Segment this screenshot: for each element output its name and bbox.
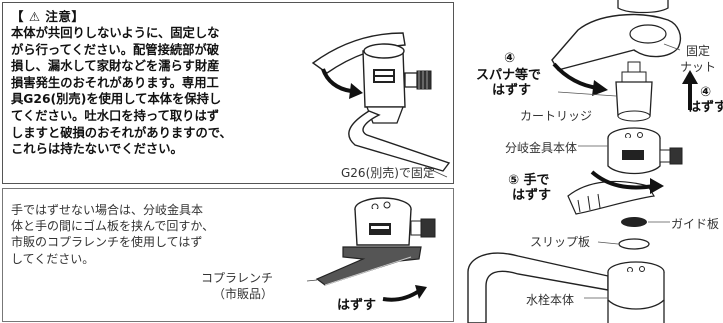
alternative-line: してください。	[11, 251, 95, 266]
step4-spanner-label-2: はずす	[492, 83, 532, 98]
caution-line: 本体が共回りしないように、固定しな	[11, 26, 220, 40]
faucet-body-label: 水栓本体	[526, 293, 575, 307]
caution-line: 損し、漏水して家財などを濡らす財産	[11, 59, 220, 74]
remove-label: はずす	[337, 298, 377, 313]
caution-title: 【 ⚠ 注意】	[11, 9, 85, 24]
g26-tool-illustration	[311, 32, 451, 178]
caution-line: てください。吐水口を持って取りはず	[11, 108, 220, 123]
guide-plate-label: ガイド板	[671, 217, 720, 231]
caution-line: これらは持たないでください。	[11, 142, 183, 157]
slip-plate-label: スリップ板	[530, 235, 591, 249]
step5-label-2: はずす	[512, 188, 552, 203]
step4-spanner-number: ④	[504, 51, 516, 66]
fixed-nut-label-2: ナット	[680, 60, 717, 74]
caution-line: しますと破損のおそれがありますので、	[11, 125, 232, 140]
caution-panel: 【 ⚠ 注意】 本体が共回りしないように、固定しな がら行ってください。配管接続…	[2, 2, 454, 184]
step4-spanner-label: スパナ等で	[476, 68, 542, 83]
alternative-line: 手ではずせない場合は、分岐金具本	[11, 203, 204, 217]
step5-label: ⑤ 手で	[508, 173, 550, 188]
alternative-panel: 手ではずせない場合は、分岐金具本 体と手の間にゴム板を挟んで回すか、 市販のコプ…	[2, 188, 454, 322]
alternative-line: 体と手の間にゴム板を挟んで回すか、	[11, 219, 215, 234]
step4-up-number: ④	[700, 85, 712, 100]
fixed-nut-label: 固定	[686, 44, 711, 58]
alternative-text: 手ではずせない場合は、分岐金具本 体と手の間にゴム板を挟んで回すか、 市販のコプ…	[11, 202, 241, 267]
branch-body-label: 分岐金具本体	[505, 141, 578, 155]
g26-tool-label: G26(別売)で固定	[341, 166, 435, 180]
wrench-label: コプラレンチ	[201, 271, 274, 285]
wrench-label-note: （市販品）	[213, 287, 274, 301]
wrench-illustration	[306, 197, 436, 302]
step4-up-label: はずす	[688, 100, 723, 115]
exploded-view-illustration	[467, 0, 698, 323]
caution-text: 本体が共回りしないように、固定しな がら行ってください。配管接続部が破 損し、漏…	[11, 25, 293, 158]
alternative-line: 市販のコプラレンチを使用してはず	[11, 235, 203, 250]
caution-line: 損害発生のおそれがあります。専用工	[11, 75, 219, 90]
caution-line: 具G26(別売)を使用して本体を保持し	[11, 92, 222, 107]
caution-line: がら行ってください。配管接続部が破	[11, 42, 220, 57]
cartridge-label: カートリッジ	[520, 109, 593, 123]
